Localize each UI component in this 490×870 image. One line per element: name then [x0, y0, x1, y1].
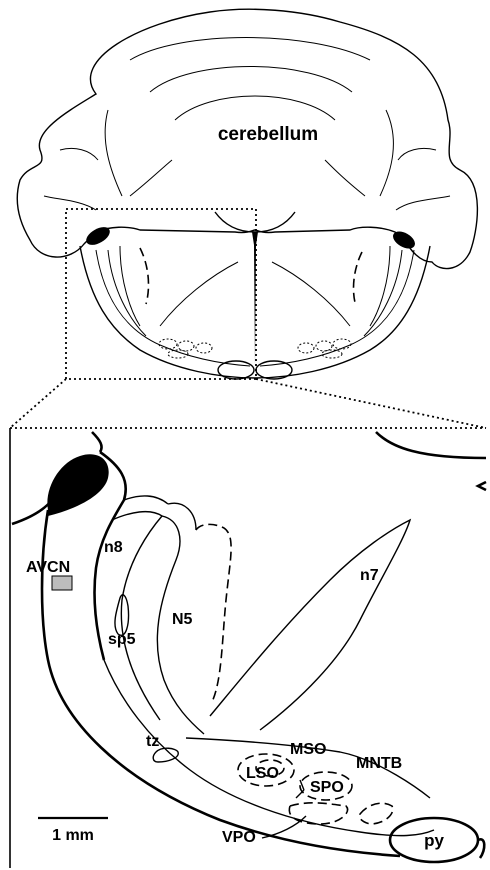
folium-line-8: [44, 196, 96, 210]
cerebellum-edge: [376, 432, 486, 458]
folium-line-6: [130, 160, 172, 196]
n7-band: [210, 520, 410, 730]
n8-strip: [112, 496, 168, 720]
label-spo: SPO: [310, 779, 344, 796]
zoom-line-right: [256, 379, 486, 428]
folium-line-9: [396, 196, 450, 210]
n5-left-dashed: [140, 248, 148, 304]
folium-line-10: [60, 148, 98, 160]
folium-line-11: [398, 148, 436, 160]
strand-right-2: [370, 246, 390, 326]
label-n8: n8: [104, 539, 123, 556]
mntb-outline: [359, 803, 392, 824]
folium-line-4: [105, 110, 122, 196]
pyramid-right: [256, 361, 292, 379]
strand-right-1: [364, 250, 402, 336]
strand-left-1: [108, 250, 146, 336]
midline-notch: [215, 212, 295, 232]
n7-right: [272, 262, 350, 326]
avcn-black-blob: [47, 454, 108, 516]
vpo-outline: [289, 803, 347, 824]
label-tz: tz: [146, 733, 159, 750]
soc-left-cluster: [159, 339, 212, 358]
label-lso: LSO: [246, 765, 279, 782]
brainstem-inner-right: [260, 250, 414, 366]
midline-fissure: [252, 232, 258, 365]
n7-left: [160, 262, 238, 326]
label-py: py: [424, 831, 444, 850]
folium-line-1: [130, 38, 370, 61]
enlarged-panel: AVCN n8 sp5 N5 n7 tz MSO LSO SPO MNTB VP…: [10, 428, 486, 868]
n5-region-2: [168, 503, 196, 530]
zoom-line-left: [10, 379, 66, 428]
folium-line-2: [150, 67, 352, 93]
folium-line-7: [325, 160, 365, 196]
folium-line-3: [175, 96, 335, 120]
avcn-scale-patch: [52, 576, 72, 590]
strand-left-2: [120, 246, 140, 326]
label-n5: N5: [172, 611, 193, 628]
pyramid-left: [218, 361, 254, 379]
brainstem-inner-left: [96, 250, 250, 366]
label-sp5: sp5: [108, 631, 136, 648]
coronal-section-overview: cerebellum: [10, 9, 486, 428]
avcn-left-black: [83, 223, 113, 248]
scale-bar-label: 1 mm: [52, 827, 94, 844]
label-vpo: VPO: [222, 829, 256, 846]
label-n7: n7: [360, 567, 379, 584]
label-mso: MSO: [290, 741, 326, 758]
soc-right-cluster: [298, 339, 351, 358]
n5-right-dashed: [354, 252, 362, 306]
label-mntb: MNTB: [356, 755, 402, 772]
cerebellum-label: cerebellum: [218, 124, 318, 145]
label-avcn: AVCN: [26, 559, 70, 576]
folium-line-5: [380, 110, 393, 196]
edge-right-tick: [478, 482, 486, 490]
n5-dashed: [196, 524, 231, 702]
